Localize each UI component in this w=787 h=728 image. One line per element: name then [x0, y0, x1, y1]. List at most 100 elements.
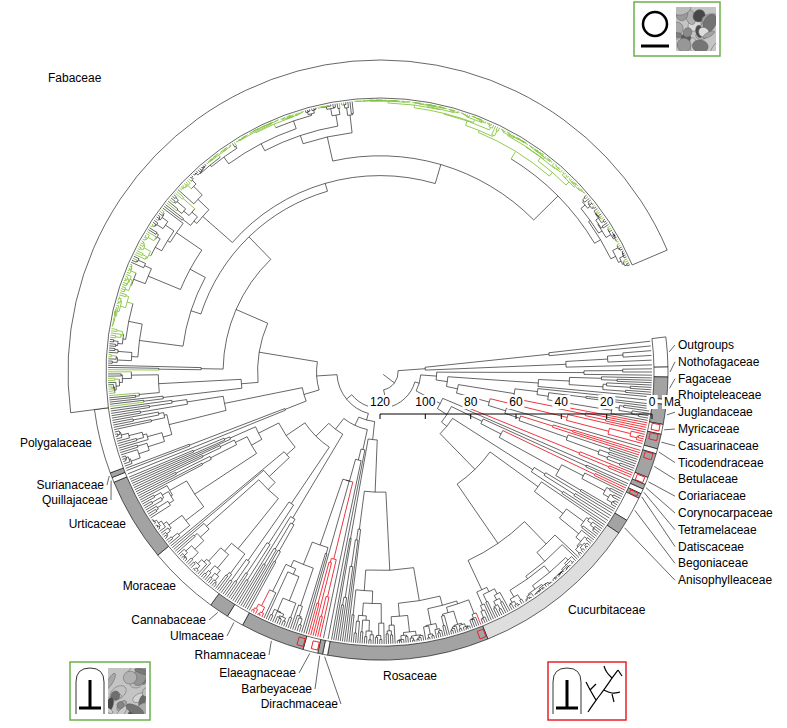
branch: [225, 581, 235, 596]
branch: [442, 611, 453, 614]
branch: [214, 584, 217, 587]
branch: [571, 557, 575, 561]
clade-band: [654, 367, 668, 377]
branch: [169, 528, 171, 529]
branch: [351, 439, 369, 538]
branch: [164, 413, 165, 418]
branch: [533, 558, 566, 586]
branch: [593, 522, 603, 529]
branch: [126, 295, 129, 297]
branch: [585, 546, 586, 548]
branch: [538, 380, 569, 381]
branch: [531, 467, 534, 471]
branch: [364, 570, 365, 591]
branch: [271, 122, 272, 123]
branch: [265, 125, 266, 126]
branch: [378, 100, 379, 101]
branch: [442, 107, 443, 108]
branch: [381, 640, 382, 644]
branch: [583, 549, 585, 551]
branch: [117, 330, 123, 332]
branch: [230, 554, 244, 573]
branch: [622, 369, 623, 372]
branch: [119, 302, 120, 303]
branch: [534, 491, 563, 513]
branch: [227, 572, 229, 575]
branch: [252, 439, 262, 445]
branch: [213, 156, 214, 157]
branch: [580, 452, 633, 473]
branch: [459, 629, 461, 632]
branch: [534, 482, 541, 492]
branch: [214, 580, 217, 582]
branch: [352, 382, 415, 408]
branch: [285, 401, 306, 409]
branch: [163, 522, 166, 524]
branch: [228, 145, 229, 147]
branch: [128, 457, 130, 462]
branch: [205, 573, 211, 580]
branch: [358, 621, 360, 643]
branch: [269, 123, 271, 125]
branch: [369, 639, 371, 640]
branch: [163, 222, 168, 229]
branch: [266, 124, 267, 125]
branch: [490, 452, 538, 487]
branch: [444, 615, 449, 635]
branch: [168, 501, 171, 505]
branch: [201, 368, 202, 370]
branch: [514, 601, 516, 604]
branch: [614, 236, 615, 237]
branch: [592, 207, 593, 209]
branch: [118, 351, 132, 352]
branch: [215, 573, 219, 576]
branch: [159, 369, 201, 371]
branch: [620, 463, 634, 468]
branch: [630, 388, 651, 389]
branch: [131, 265, 132, 266]
branch: [303, 133, 352, 144]
nodulation-mark: [297, 637, 305, 646]
branch: [615, 237, 617, 238]
clade-band: [158, 546, 219, 605]
branch: [221, 150, 222, 151]
branch: [440, 434, 475, 470]
branch: [598, 225, 606, 238]
branch: [461, 112, 462, 113]
branch: [257, 128, 258, 129]
branch: [440, 418, 452, 433]
branch: [484, 610, 489, 621]
branch: [360, 100, 361, 101]
branch: [112, 412, 158, 420]
branch: [168, 528, 170, 531]
branch: [544, 475, 575, 494]
branch: [187, 481, 204, 507]
branch: [390, 635, 391, 644]
branch: [192, 568, 194, 570]
branch: [560, 574, 562, 576]
branch: [130, 459, 132, 464]
branch: [425, 364, 566, 370]
branch: [117, 341, 118, 345]
branch: [294, 560, 314, 568]
branch: [185, 559, 187, 561]
branch: [186, 183, 190, 187]
branch: [438, 630, 441, 632]
branch: [602, 221, 604, 222]
branch: [534, 467, 545, 474]
branch: [559, 574, 560, 575]
branch: [472, 618, 473, 619]
branch: [219, 152, 220, 153]
branch: [550, 582, 551, 583]
branch: [376, 100, 378, 101]
branch: [156, 525, 157, 527]
branch: [510, 590, 514, 597]
branch: [614, 234, 615, 236]
branch: [553, 427, 640, 455]
branch: [115, 379, 119, 380]
branch: [492, 125, 493, 128]
branch: [159, 213, 162, 215]
branch: [502, 602, 508, 612]
branch: [384, 371, 399, 390]
branch: [120, 447, 138, 452]
